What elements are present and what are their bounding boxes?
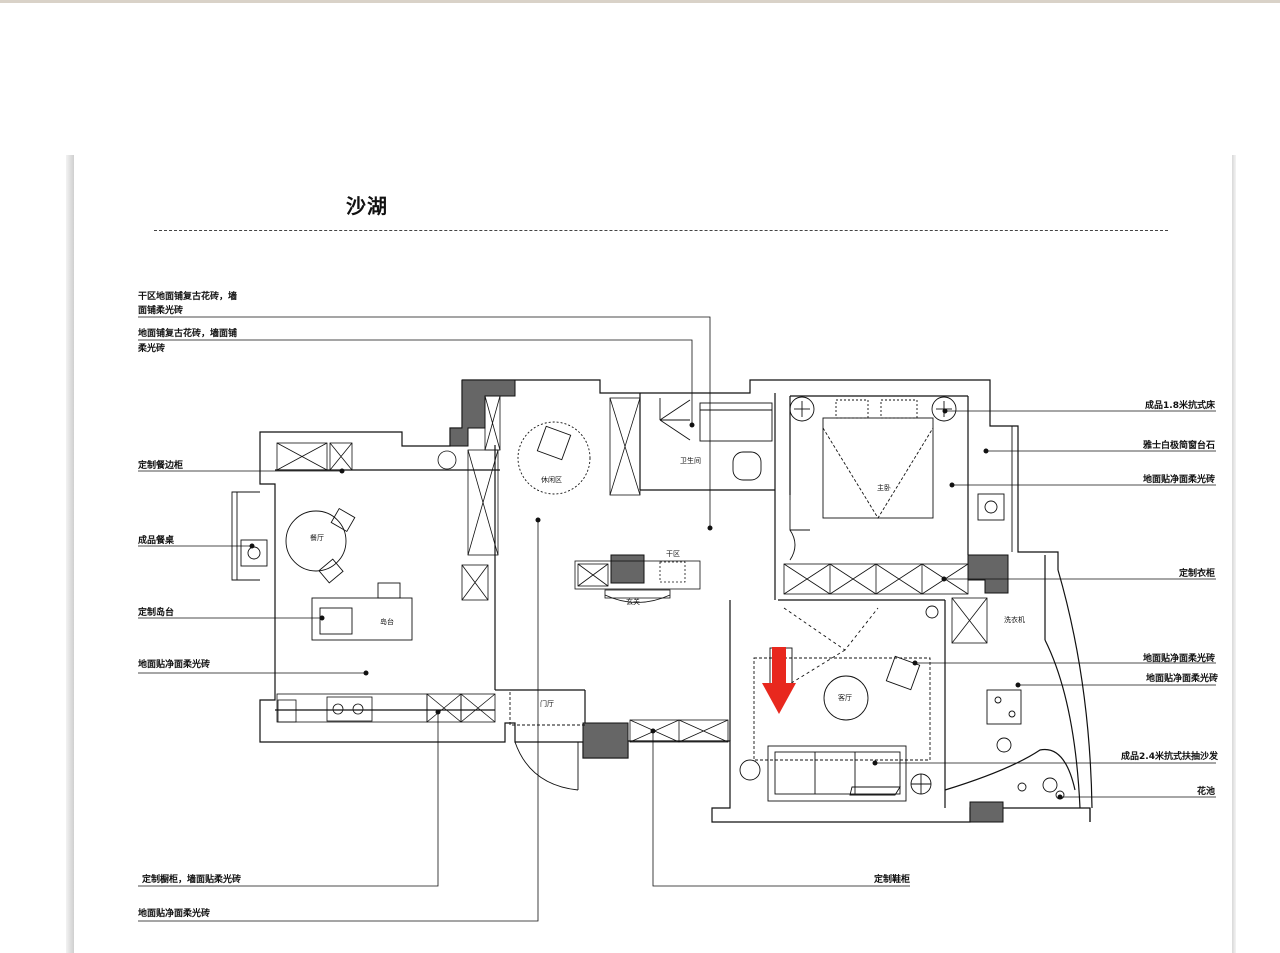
bay-window-left bbox=[231, 491, 260, 581]
room-label-lounge: 休闲区 bbox=[541, 475, 562, 484]
kitchen-appliances bbox=[277, 450, 457, 723]
lounge-rug bbox=[517, 421, 591, 495]
bathroom-fixtures bbox=[659, 398, 773, 481]
annotation-bedroom-floor: 地面贴净面柔光砖 bbox=[1143, 473, 1215, 485]
room-label-bathroom: 卫生间 bbox=[680, 456, 701, 465]
dining-table bbox=[240, 507, 356, 584]
annotation-wet-area-2: 柔光砖 bbox=[137, 342, 165, 354]
page-title: 沙湖 bbox=[346, 194, 388, 218]
annotation-wardrobe: 定制衣柜 bbox=[1178, 567, 1215, 579]
red-arrow-marker bbox=[762, 647, 796, 714]
exterior-walls bbox=[259, 379, 1093, 823]
annotation-balcony-floor: 地面贴净面柔光砖 bbox=[1146, 672, 1218, 684]
bay-window-right bbox=[990, 425, 1018, 552]
annotation-kitchen-floor: 地面贴净面柔光砖 bbox=[138, 658, 210, 670]
room-label-foyer: 玄关 bbox=[626, 597, 640, 606]
annotation-sideboard: 定制餐边柜 bbox=[137, 459, 183, 471]
leader-dots bbox=[249, 408, 1063, 800]
page-edge-right bbox=[1232, 155, 1236, 953]
annotation-entry-floor: 地面贴净面柔光砖 bbox=[138, 907, 210, 919]
room-label-dry-zone: 干区 bbox=[666, 550, 680, 558]
annotation-dining-table: 成品餐桌 bbox=[138, 534, 175, 546]
annotation-cabinets: 定制橱柜，墙面贴柔光砖 bbox=[141, 873, 241, 885]
room-label-master-bedroom: 主卧 bbox=[877, 483, 891, 492]
annotation-shoe-cabinet: 定制鞋柜 bbox=[873, 873, 910, 885]
room-label-living-room: 客厅 bbox=[838, 693, 852, 702]
master-bed bbox=[789, 396, 1005, 561]
annotation-window-sill: 雅士白极简窗台石 bbox=[1142, 439, 1215, 451]
annotation-island: 定制岛台 bbox=[137, 606, 174, 618]
annotation-dry-area-1: 干区地面铺复古花砖，墙 bbox=[138, 290, 237, 302]
balcony-fixtures bbox=[986, 689, 1065, 800]
room-label-island: 岛台 bbox=[380, 617, 394, 626]
annotation-sofa: 成品2.4米抗式扶抽沙发 bbox=[1121, 750, 1219, 762]
annotation-planter: 花池 bbox=[1197, 785, 1215, 797]
room-label-washer: 洗衣机 bbox=[1004, 615, 1025, 624]
kitchen-island bbox=[311, 582, 413, 641]
title-divider bbox=[154, 230, 1168, 231]
annotation-dry-area-2: 面铺柔光砖 bbox=[138, 304, 183, 316]
top-strip bbox=[0, 0, 1280, 3]
room-label-entry: 门厅 bbox=[540, 699, 554, 708]
leader-lines bbox=[138, 316, 1216, 922]
room-label-dining: 餐厅 bbox=[310, 533, 324, 542]
annotation-wet-area-1: 地面铺复古花砖，墙面铺 bbox=[138, 327, 237, 339]
annotation-bed: 成品1.8米抗式床 bbox=[1145, 399, 1216, 411]
page-edge-left bbox=[66, 155, 74, 953]
living-room-furniture bbox=[739, 605, 939, 802]
structural-columns bbox=[449, 379, 1009, 823]
annotation-living-floor: 地面贴净面柔光砖 bbox=[1143, 652, 1215, 664]
